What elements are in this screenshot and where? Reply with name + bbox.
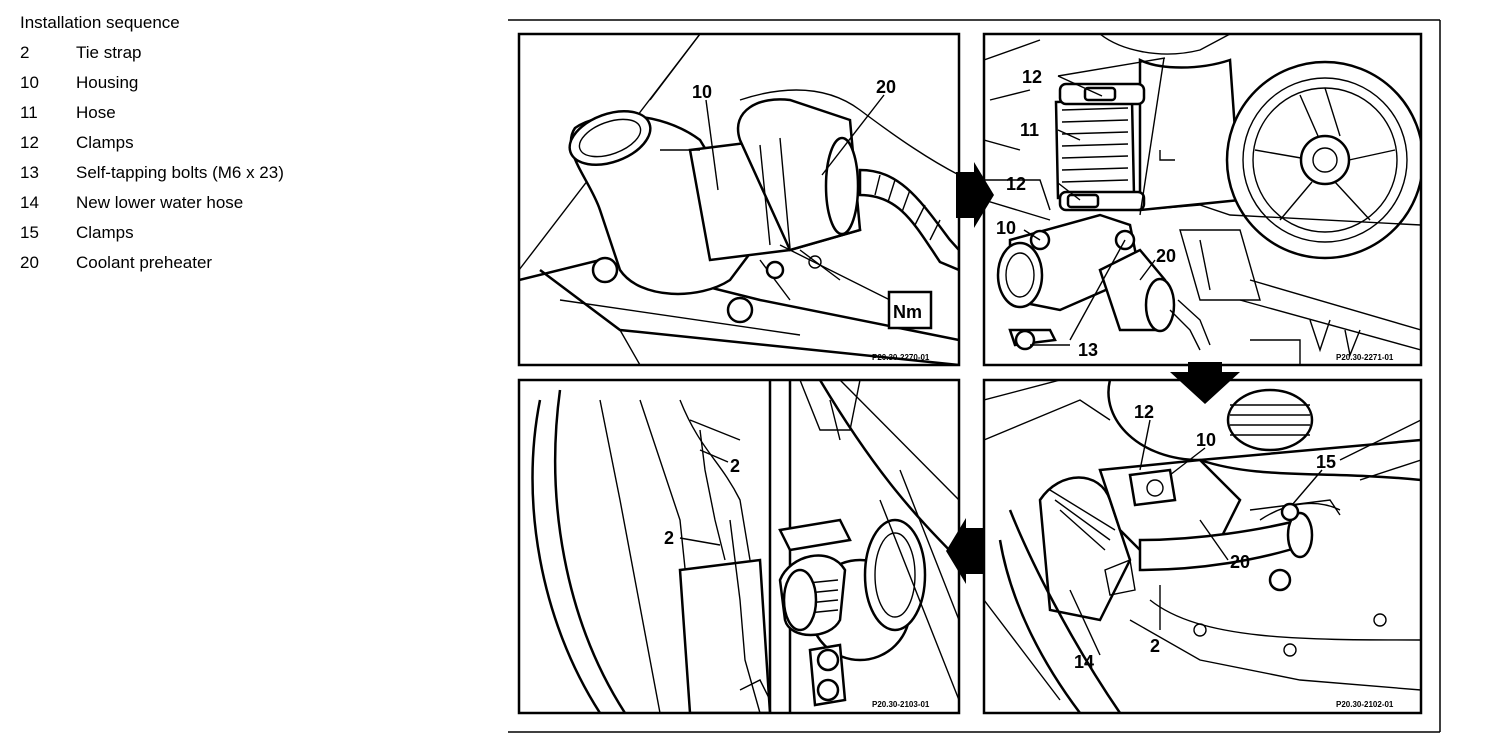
legend-item: 11 Hose xyxy=(20,98,480,128)
panel-top-left: 10 20 Nm P20.30-2270-01 xyxy=(517,32,961,367)
callout-12: 12 xyxy=(1022,67,1042,87)
legend-item-text: New lower water hose xyxy=(76,193,244,212)
callout-12: 12 xyxy=(1134,402,1154,422)
legend-item-number: 10 xyxy=(20,73,39,92)
panel-top-left-drawing xyxy=(519,34,959,365)
legend-item-text: Hose xyxy=(76,103,116,122)
legend-item: 20 Coolant preheater xyxy=(20,248,480,278)
callout-20: 20 xyxy=(1230,552,1250,572)
legend-item: 15 Clamps xyxy=(20,218,480,248)
legend-item-number: 12 xyxy=(20,133,39,152)
legend-item-number: 15 xyxy=(20,223,39,242)
legend-item-number: 20 xyxy=(20,253,39,272)
callout-2: 2 xyxy=(664,528,674,548)
callout-10: 10 xyxy=(1196,430,1216,450)
legend-item-number: 11 xyxy=(20,103,38,122)
torque-symbol-label: Nm xyxy=(893,302,922,322)
panel-bottom-right: 12 10 15 20 14 2 P20.30-2102-01 xyxy=(982,378,1423,715)
legend-item-text: Self-tapping bolts (M6 x 23) xyxy=(76,163,284,182)
callout-2: 2 xyxy=(1150,636,1160,656)
figure-id: P20.30-2103-01 xyxy=(872,700,930,709)
callout-15: 15 xyxy=(1316,452,1336,472)
panel-bottom-right-drawing xyxy=(984,380,1421,713)
legend-item-number: 14 xyxy=(20,193,39,212)
callout-20: 20 xyxy=(876,77,896,97)
legend-item-number: 13 xyxy=(20,163,39,182)
figure-id: P20.30-2102-01 xyxy=(1336,700,1394,709)
legend-item: 10 Housing xyxy=(20,68,480,98)
callout-14: 14 xyxy=(1074,652,1094,672)
legend-item-text: Tie strap xyxy=(76,43,142,62)
callout-10: 10 xyxy=(996,218,1016,238)
arrow-left-icon xyxy=(946,518,984,584)
legend-item: 14 New lower water hose xyxy=(20,188,480,218)
legend-item-text: Coolant preheater xyxy=(76,253,213,272)
legend-item-text: Clamps xyxy=(76,223,134,242)
legend-item-text: Clamps xyxy=(76,133,134,152)
callout-13: 13 xyxy=(1078,340,1098,360)
legend-item: 13 Self-tapping bolts (M6 x 23) xyxy=(20,158,480,188)
legend-item: 2 Tie strap xyxy=(20,38,480,68)
figure-id: P20.30-2270-01 xyxy=(872,353,930,362)
legend: Installation sequence 2 Tie strap 10 Hou… xyxy=(20,8,480,278)
legend-item-text: Housing xyxy=(76,73,139,92)
legend-item: 12 Clamps xyxy=(20,128,480,158)
panel-bottom-left: 2 2 P20.30-2103-01 xyxy=(517,378,961,715)
panel-top-right: 12 11 12 10 20 13 P20.30-2271-01 xyxy=(982,32,1423,367)
callout-2: 2 xyxy=(730,456,740,476)
arrow-down-icon xyxy=(1170,362,1240,404)
legend-item-number: 2 xyxy=(20,43,30,62)
callout-10: 10 xyxy=(692,82,712,102)
arrow-right-icon xyxy=(956,162,994,228)
torque-symbol: Nm xyxy=(887,290,933,330)
panel-bottom-left-drawing xyxy=(531,380,959,713)
figure-id: P20.30-2271-01 xyxy=(1336,353,1394,362)
panel-top-right-drawing xyxy=(984,34,1421,365)
callout-11: 11 xyxy=(1020,120,1039,140)
callout-20: 20 xyxy=(1156,246,1176,266)
callout-12: 12 xyxy=(1006,174,1026,194)
legend-title: Installation sequence xyxy=(20,13,180,32)
